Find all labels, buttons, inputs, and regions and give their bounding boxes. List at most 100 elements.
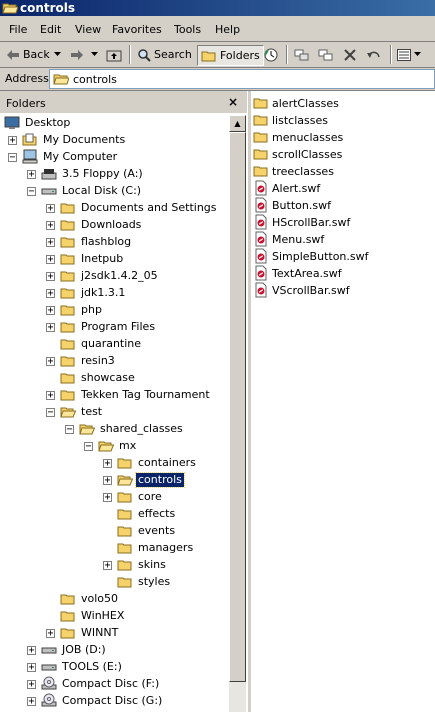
expand-icon[interactable]: + [103,560,112,571]
file-list-item[interactable]: TextArea.swf [253,265,342,281]
tree-node[interactable]: skins [117,557,168,573]
expand-icon[interactable]: + [46,288,55,299]
folders-button[interactable]: Folders [197,45,264,66]
file-list-item[interactable]: VScrollBar.swf [253,282,350,298]
expand-icon[interactable]: + [46,237,55,248]
copy-to-button[interactable] [318,45,334,64]
expand-icon[interactable]: + [27,696,36,707]
expand-icon[interactable]: + [46,305,55,316]
expand-icon[interactable]: + [46,390,55,401]
tree-node[interactable]: WinHEX [60,608,126,624]
tree-node[interactable]: Compact Disc (G:) [41,693,164,709]
forward-button[interactable] [70,45,84,64]
file-list-item[interactable]: menuclasses [253,129,343,145]
expand-icon[interactable]: + [103,492,112,503]
tree-node[interactable]: TOOLS (E:) [41,659,124,675]
tree-node[interactable]: My Documents [22,132,127,148]
tree-node[interactable]: managers [117,540,195,556]
expand-icon[interactable]: + [103,475,112,486]
search-button[interactable]: Search [137,45,192,64]
delete-button[interactable] [344,45,356,64]
menu-help[interactable]: Help [215,23,241,36]
move-to-button[interactable] [294,45,310,64]
collapse-icon[interactable]: − [84,441,93,452]
file-list-item[interactable]: Menu.swf [253,231,324,247]
file-list-item[interactable]: SimpleButton.swf [253,248,369,264]
tree-scrollbar[interactable]: ▲ [229,115,246,712]
file-list-item[interactable]: listclasses [253,112,328,128]
file-list-item[interactable]: HScrollBar.swf [253,214,350,230]
expand-icon[interactable]: + [46,322,55,333]
tree-node[interactable]: Downloads [60,217,143,233]
menu-tools[interactable]: Tools [174,23,202,36]
undo-button[interactable] [366,45,382,64]
tree-node[interactable]: Documents and Settings [60,200,219,216]
tree-node[interactable]: 3.5 Floppy (A:) [41,166,145,182]
tree-node[interactable]: quarantine [60,336,143,352]
file-name: listclasses [272,113,328,127]
expand-icon[interactable]: + [46,254,55,265]
file-name: Button.swf [272,198,331,212]
forward-dropdown-button[interactable] [91,45,98,64]
expand-icon[interactable]: + [27,645,36,656]
tree-node[interactable]: core [117,489,164,505]
tree-node[interactable]: containers [117,455,198,471]
expand-icon[interactable]: + [27,169,36,180]
history-button[interactable] [263,45,279,64]
tree-node[interactable]: Desktop [4,115,72,131]
tree-node[interactable]: j2sdk1.4.2_05 [60,268,160,284]
back-dropdown-button[interactable] [54,45,61,64]
expand-icon[interactable]: + [46,356,55,367]
address-input[interactable]: controls [49,69,435,89]
up-folder-button[interactable] [106,45,122,64]
collapse-icon[interactable]: − [65,424,74,435]
expand-icon[interactable]: + [46,220,55,231]
file-list-item[interactable]: Button.swf [253,197,331,213]
menu-file[interactable]: File [9,23,28,36]
expand-icon[interactable]: + [27,662,36,673]
tree-node[interactable]: volo50 [60,591,120,607]
tree-node[interactable]: Local Disk (C:) [41,183,143,199]
expand-icon[interactable]: + [46,203,55,214]
file-list-item[interactable]: Alert.swf [253,180,320,196]
tree-node[interactable]: Tekken Tag Tournament [60,387,212,403]
tree-node[interactable]: effects [117,506,177,522]
tree-node[interactable]: flashblog [60,234,133,250]
menu-view[interactable]: View [75,23,102,36]
tree-node[interactable]: php [60,302,104,318]
expand-icon[interactable]: + [8,135,17,146]
scroll-up-button[interactable]: ▲ [229,115,246,132]
file-list-item[interactable]: treeclasses [253,163,334,179]
tree-node[interactable]: showcase [60,370,137,386]
menu-favorites[interactable]: Favorites [112,23,162,36]
tree-node[interactable]: JOB (D:) [41,642,108,658]
tree-node[interactable]: mx [98,438,138,454]
expand-icon[interactable]: + [46,271,55,282]
tree-node[interactable]: My Computer [22,149,119,165]
tree-node[interactable]: Compact Disc (F:) [41,676,161,692]
collapse-icon[interactable]: − [46,407,55,418]
tree-node[interactable]: shared_classes [79,421,185,437]
menu-edit[interactable]: Edit [40,23,62,36]
expand-icon[interactable]: + [103,458,112,469]
file-list-item[interactable]: scrollClasses [253,146,342,162]
tree-node[interactable]: styles [117,574,172,590]
scroll-thumb[interactable] [229,132,246,682]
file-list-item[interactable]: alertClasses [253,95,339,111]
tree-node[interactable]: Inetpub [60,251,125,267]
tree-node[interactable]: events [117,523,177,539]
tree-node[interactable]: controls [117,472,185,488]
expand-icon[interactable]: + [46,628,55,639]
collapse-icon[interactable]: − [27,186,36,197]
tree-node[interactable]: WINNT [60,625,120,641]
tree-node[interactable]: test [60,404,104,420]
tree-node[interactable]: resin3 [60,353,117,369]
expand-icon[interactable]: + [27,679,36,690]
tree-node[interactable]: jdk1.3.1 [60,285,127,301]
collapse-icon[interactable]: − [8,152,17,163]
tree-node[interactable]: Program Files [60,319,157,335]
views-button[interactable] [397,45,421,64]
close-icon[interactable]: × [228,95,239,109]
back-button[interactable]: Back [6,45,50,64]
pane-splitter[interactable] [248,91,251,712]
